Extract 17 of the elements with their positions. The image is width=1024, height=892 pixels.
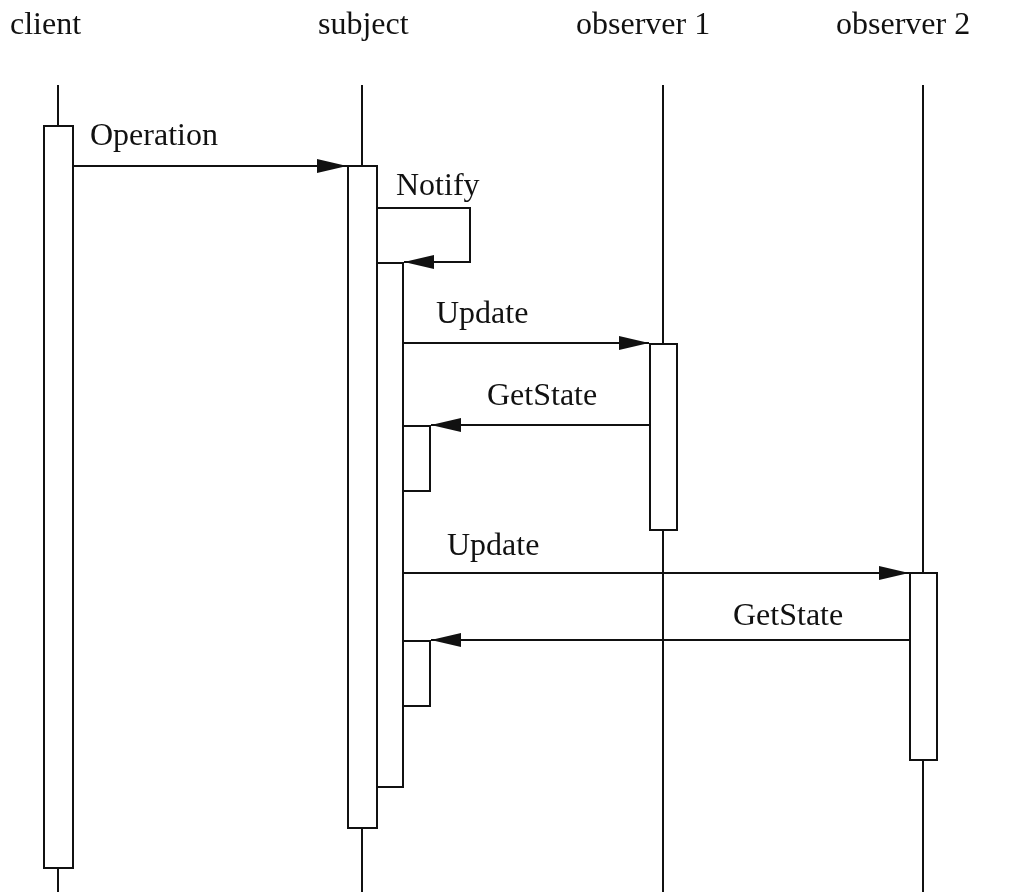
lifeline-title: observer 1: [576, 5, 711, 41]
activation-bar: [402, 640, 431, 707]
lifeline-title: subject: [318, 5, 409, 41]
message-arrow: [377, 207, 471, 269]
message-arrow: [430, 633, 910, 647]
message-arrow: [430, 418, 650, 432]
activation-bar: [347, 165, 378, 829]
activation-bar: [649, 343, 678, 531]
activation-bar: [909, 572, 938, 761]
lifeline-title: observer 2: [836, 5, 971, 41]
activation-bar: [43, 125, 74, 869]
lifeline-title: client: [10, 5, 82, 41]
message-arrow: [403, 336, 650, 350]
message-arrow: [73, 159, 348, 173]
activation-bar: [402, 425, 431, 492]
message-arrow: [403, 566, 910, 580]
activation-bar: [376, 262, 404, 788]
